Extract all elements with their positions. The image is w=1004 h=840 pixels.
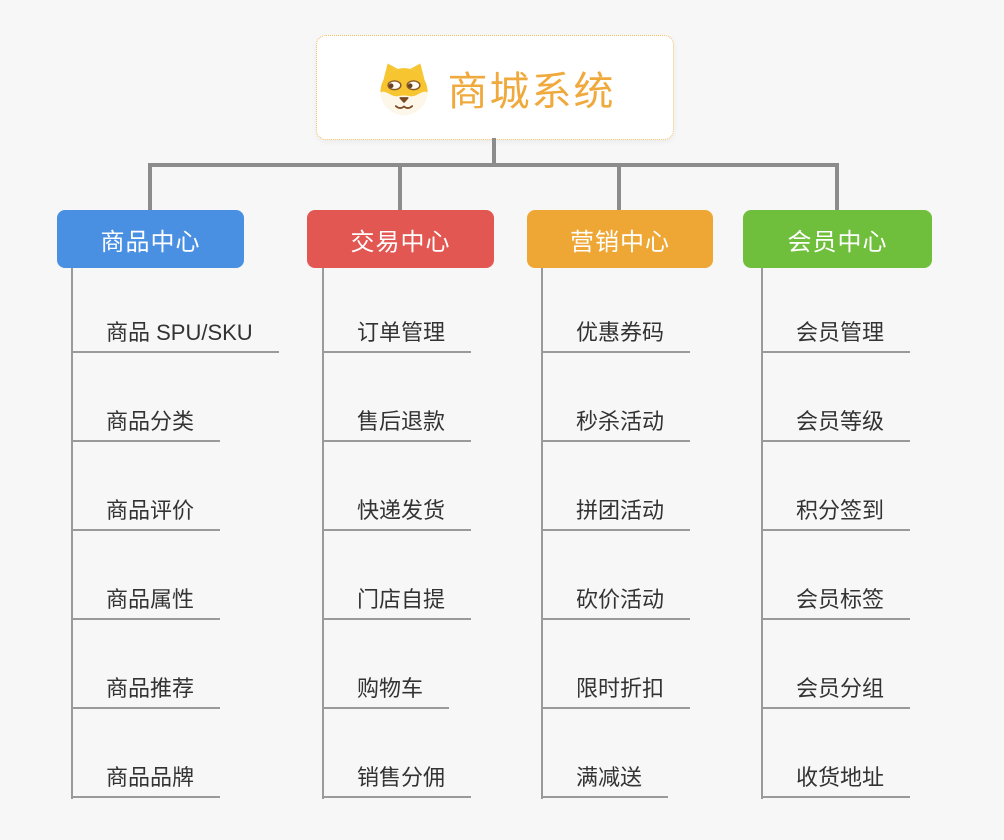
leaf-node-product-recommend[interactable]: 商品推荐 <box>71 673 221 709</box>
branch-node-product-center[interactable]: 商品中心 <box>57 210 244 268</box>
connector-drop-branch-4 <box>835 163 839 210</box>
leaf-node-sales-commission[interactable]: 销售分佣 <box>322 762 472 798</box>
root-node[interactable]: 商城系统 <box>316 35 674 140</box>
leaf-node-product-brand[interactable]: 商品品牌 <box>71 762 221 798</box>
connector-horizontal-bus <box>148 163 839 167</box>
connector-drop-branch-3 <box>617 163 621 210</box>
leaf-node-shipping-address[interactable]: 收货地址 <box>761 762 911 798</box>
trunk-line-branch-3 <box>541 268 543 799</box>
leaf-node-order-manage[interactable]: 订单管理 <box>322 317 472 353</box>
leaf-node-member-level[interactable]: 会员等级 <box>761 406 911 442</box>
leaf-node-member-tag[interactable]: 会员标签 <box>761 584 911 620</box>
leaf-node-product-category[interactable]: 商品分类 <box>71 406 221 442</box>
branch-node-marketing-center[interactable]: 营销中心 <box>527 210 713 268</box>
trunk-line-branch-4 <box>761 268 763 799</box>
leaf-node-coupon-code[interactable]: 优惠券码 <box>541 317 691 353</box>
leaf-node-points-checkin[interactable]: 积分签到 <box>761 495 911 531</box>
doge-face-icon <box>375 59 433 117</box>
connector-drop-branch-1 <box>148 163 152 210</box>
leaf-node-shopping-cart[interactable]: 购物车 <box>322 673 450 709</box>
leaf-node-group-buy[interactable]: 拼团活动 <box>541 495 691 531</box>
leaf-node-member-manage[interactable]: 会员管理 <box>761 317 911 353</box>
leaf-node-product-attr[interactable]: 商品属性 <box>71 584 221 620</box>
branch-node-member-center[interactable]: 会员中心 <box>743 210 932 268</box>
leaf-node-member-group[interactable]: 会员分组 <box>761 673 911 709</box>
leaf-node-bargain-activity[interactable]: 砍价活动 <box>541 584 691 620</box>
leaf-node-store-pickup[interactable]: 门店自提 <box>322 584 472 620</box>
connector-root-drop <box>492 138 496 165</box>
leaf-node-limited-discount[interactable]: 限时折扣 <box>541 673 691 709</box>
trunk-line-branch-1 <box>71 268 73 799</box>
branch-node-trade-center[interactable]: 交易中心 <box>307 210 494 268</box>
leaf-node-express-shipping[interactable]: 快递发货 <box>322 495 472 531</box>
leaf-node-flash-sale[interactable]: 秒杀活动 <box>541 406 691 442</box>
leaf-node-product-spu-sku[interactable]: 商品 SPU/SKU <box>71 317 279 353</box>
connector-drop-branch-2 <box>398 163 402 210</box>
leaf-node-product-review[interactable]: 商品评价 <box>71 495 221 531</box>
leaf-node-after-sale-refund[interactable]: 售后退款 <box>322 406 472 442</box>
leaf-node-full-reduction[interactable]: 满减送 <box>541 762 669 798</box>
trunk-line-branch-2 <box>322 268 324 799</box>
root-title: 商城系统 <box>447 69 616 114</box>
